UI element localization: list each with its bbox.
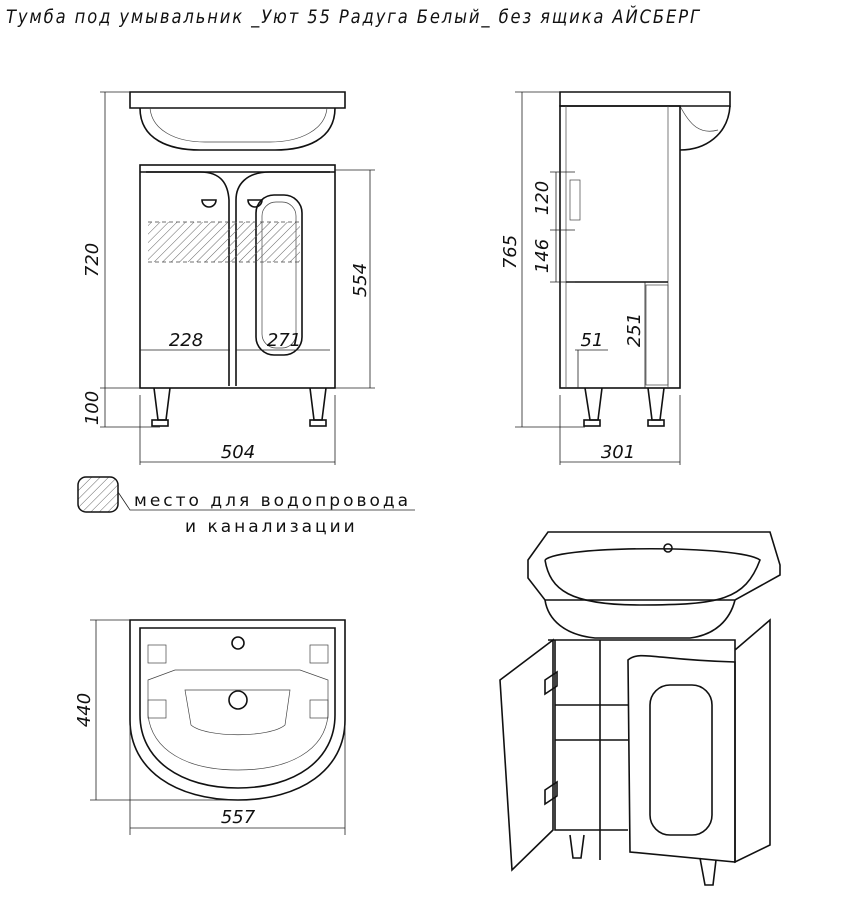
legend-hatch-swatch [77,476,119,513]
dim-right-door: 271 [267,330,301,351]
legend-line-1: место для водопровода [134,491,411,511]
dim-top-width: 557 [221,807,256,828]
dim-left-door: 228 [169,330,203,351]
cabinet-body [139,164,336,389]
cabinet-side [559,105,681,389]
front-view [100,91,375,465]
dim-width: 504 [221,442,255,463]
dim-depth: 301 [601,442,635,463]
dim-offset: 51 [581,330,604,351]
drain-hole [228,690,248,710]
top-view [90,619,346,835]
iso-sink [527,531,781,601]
side-view [515,91,731,465]
isometric-view [499,531,781,886]
iso-left-door [499,638,554,872]
door-glass-panel [255,194,303,356]
left-door [146,171,230,386]
sink-outline-top [129,619,346,801]
iso-door-glass [649,684,713,836]
dim-leg-height: 100 [82,391,103,425]
dim-shelf-gap-top: 120 [532,181,553,215]
sink-basin [139,107,336,151]
dim-shelf-gap: 146 [532,239,553,273]
legend-line-2: и канализации [185,517,358,537]
dim-total-height: 720 [82,243,103,277]
plumbing-area-hatch [148,222,300,262]
sink-side [559,91,731,107]
sink-rim [129,91,346,109]
faucet-hole [231,636,245,650]
door-handles [201,199,263,208]
iso-hinges [544,670,558,806]
dim-body-height: 554 [350,263,371,297]
dim-top-depth: 440 [74,693,95,727]
drawing-title: Тумба под умывальник _Уют 55 Радуга Белы… [6,6,701,28]
dim-bottom-height: 251 [624,313,645,347]
right-door [235,171,330,386]
legs [153,387,327,421]
iso-shelf [555,704,628,741]
dim-side-total-height: 765 [500,235,521,269]
iso-right-door [627,654,736,863]
legend [77,476,415,513]
